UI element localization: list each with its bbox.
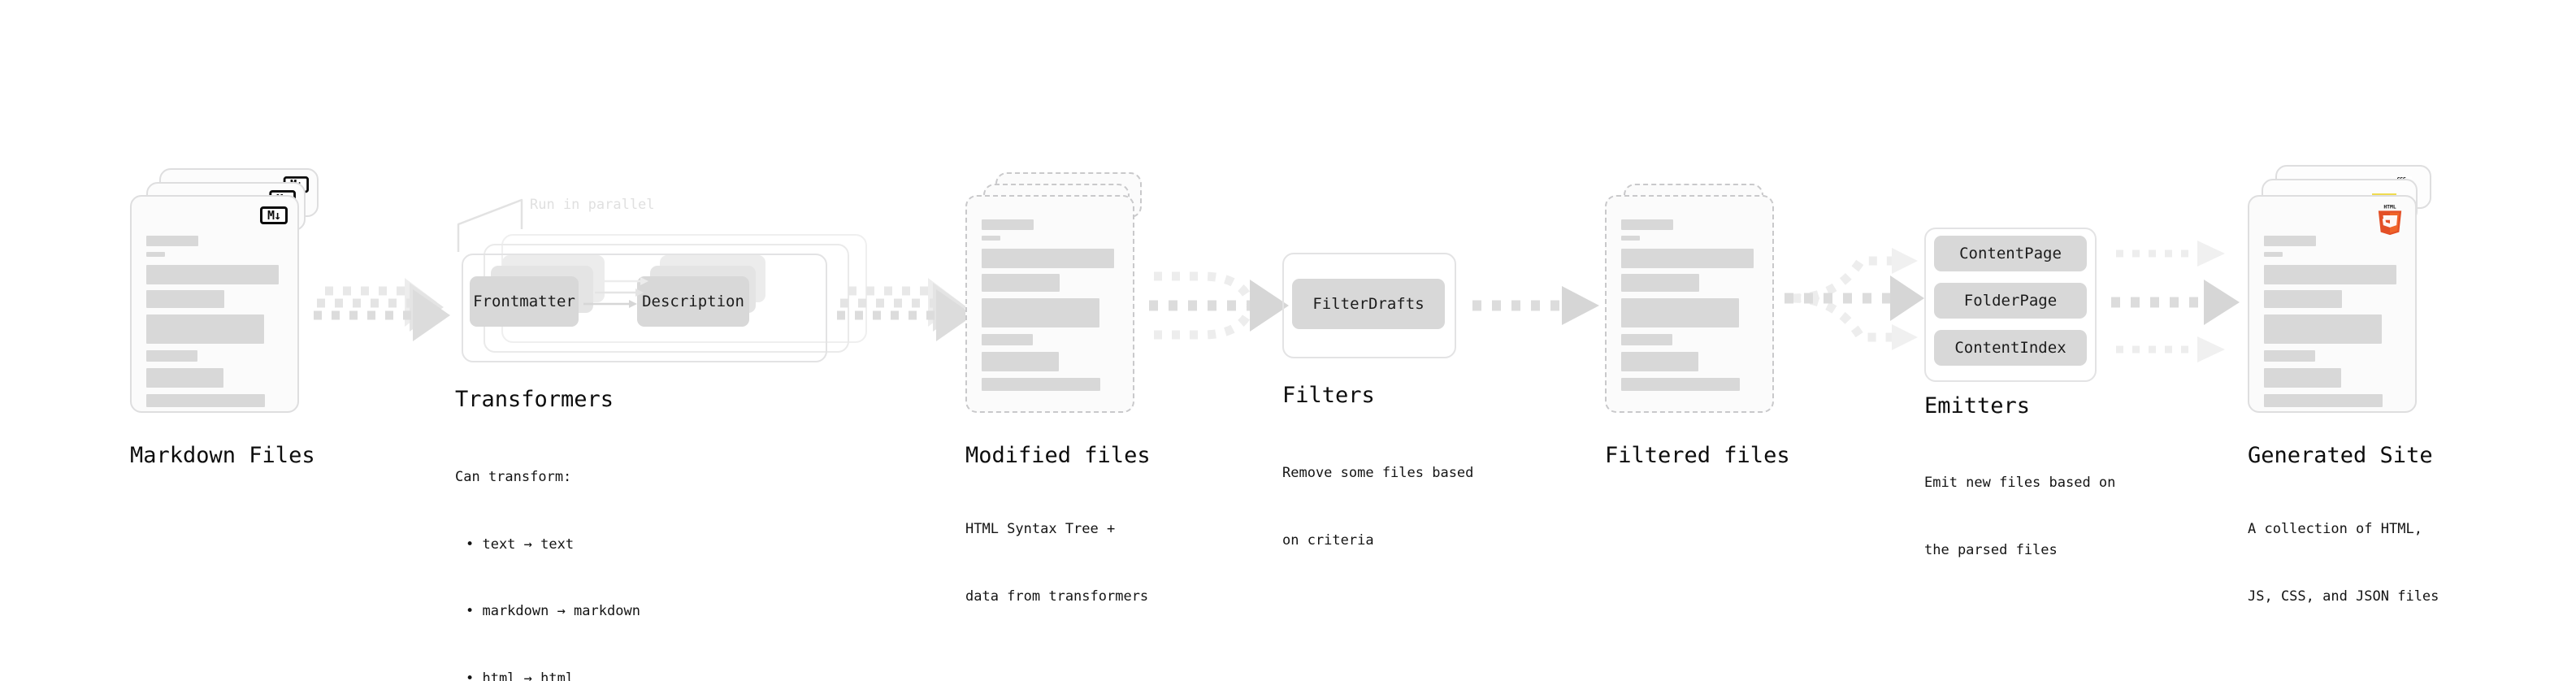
- generated-site-description: A collection of HTML, JS, CSS, and JSON …: [2248, 474, 2439, 653]
- file-line: [146, 368, 223, 388]
- file-line: [146, 394, 265, 407]
- file-line: [982, 298, 1099, 327]
- file-line: [982, 249, 1114, 268]
- filter-node-filterdrafts[interactable]: FilterDrafts: [1292, 279, 1445, 329]
- markdown-badge-icon: M↓: [260, 206, 288, 224]
- modified-files-description-line: data from transformers: [965, 588, 1149, 605]
- file-line: [1621, 274, 1699, 292]
- svg-text:HTML: HTML: [2383, 204, 2396, 210]
- emitters-description: Emit new files based on the parsed files: [1924, 427, 2115, 606]
- transformers-description-line: • html → html: [466, 670, 575, 681]
- file-line: [2264, 368, 2341, 388]
- modified-files-title: Modified files: [965, 443, 1151, 468]
- arrow-modified-to-filters-converging: [1149, 271, 1289, 340]
- transformer-node-frontmatter[interactable]: Frontmatter: [470, 276, 579, 327]
- file-line: [1621, 378, 1740, 391]
- markdown-files-title: Markdown Files: [130, 443, 315, 468]
- markdown-file-card-front: M↓: [130, 195, 299, 413]
- generated-site-description-line: JS, CSS, and JSON files: [2248, 588, 2439, 605]
- generated-site-title: Generated Site: [2248, 443, 2433, 468]
- file-line: [2264, 252, 2283, 257]
- file-line: [2264, 394, 2383, 407]
- arrow-filters-to-filtered: [1472, 286, 1599, 325]
- filters-description-line: Remove some files based: [1282, 465, 1474, 482]
- filters-group: [1282, 253, 1456, 358]
- file-line: [982, 352, 1059, 371]
- transformers-description-line: Can transform:: [455, 469, 572, 486]
- generated-site-description-line: A collection of HTML,: [2248, 521, 2422, 538]
- file-line: [1621, 334, 1672, 345]
- filters-description: Remove some files based on criteria: [1282, 418, 1473, 596]
- file-line: [982, 334, 1033, 345]
- transformer-group-front: [462, 254, 827, 362]
- transformer-inner-arrows: [583, 277, 648, 308]
- file-line: [2264, 350, 2315, 362]
- file-line: [982, 378, 1100, 391]
- arrow-markdown-to-transformers: [314, 278, 450, 341]
- site-file-card-html: HTML: [2248, 195, 2417, 413]
- arrow-emitters-to-site: [2111, 241, 2240, 362]
- file-line: [982, 274, 1060, 292]
- transformers-description-line: • text → text: [466, 536, 575, 553]
- file-line: [982, 236, 1000, 241]
- html5-badge-icon: HTML: [2376, 203, 2404, 236]
- arrow-transformers-to-modified: [837, 278, 974, 341]
- file-line: [1621, 298, 1739, 327]
- emitter-node-contentpage[interactable]: ContentPage: [1934, 236, 2087, 271]
- file-line: [2264, 290, 2342, 308]
- transformer-node-description[interactable]: Description: [637, 276, 749, 327]
- file-line: [1621, 249, 1754, 268]
- file-line: [1621, 236, 1640, 241]
- transformers-description-line: • markdown → markdown: [466, 603, 640, 620]
- file-line: [982, 219, 1034, 230]
- emitter-node-folderpage[interactable]: FolderPage: [1934, 283, 2087, 319]
- emitter-node-contentindex[interactable]: ContentIndex: [1934, 330, 2087, 366]
- file-line: [146, 265, 279, 284]
- file-line: [146, 290, 224, 308]
- file-line: [2264, 265, 2396, 284]
- file-line: [146, 252, 165, 257]
- emitters-description-line: Emit new files based on: [1924, 475, 2116, 492]
- file-line: [146, 314, 264, 344]
- transformers-description: Can transform: • text → text • markdown …: [455, 422, 640, 681]
- emitters-title: Emitters: [1924, 393, 2031, 419]
- run-in-parallel-bracket: [457, 198, 523, 252]
- modified-files-description-line: HTML Syntax Tree +: [965, 521, 1116, 538]
- emitters-description-line: the parsed files: [1924, 541, 2058, 558]
- arrow-filtered-to-emitters-diverging: [1785, 248, 1924, 350]
- file-line: [2264, 314, 2382, 344]
- filters-description-line: on criteria: [1282, 531, 1374, 549]
- modified-file-card-front: [965, 195, 1134, 413]
- file-line: [1621, 219, 1673, 230]
- file-line: [146, 350, 197, 362]
- file-line: [146, 236, 198, 246]
- filtered-files-title: Filtered files: [1605, 443, 1790, 468]
- file-line: [2264, 236, 2316, 246]
- run-in-parallel-label: Run in parallel: [530, 197, 655, 213]
- filters-title: Filters: [1282, 383, 1375, 408]
- transformers-title: Transformers: [455, 387, 614, 412]
- file-line: [1621, 352, 1698, 371]
- emitters-group: [1924, 228, 2097, 382]
- modified-files-description: HTML Syntax Tree + data from transformer…: [965, 474, 1148, 653]
- filtered-file-card-front: [1605, 195, 1774, 413]
